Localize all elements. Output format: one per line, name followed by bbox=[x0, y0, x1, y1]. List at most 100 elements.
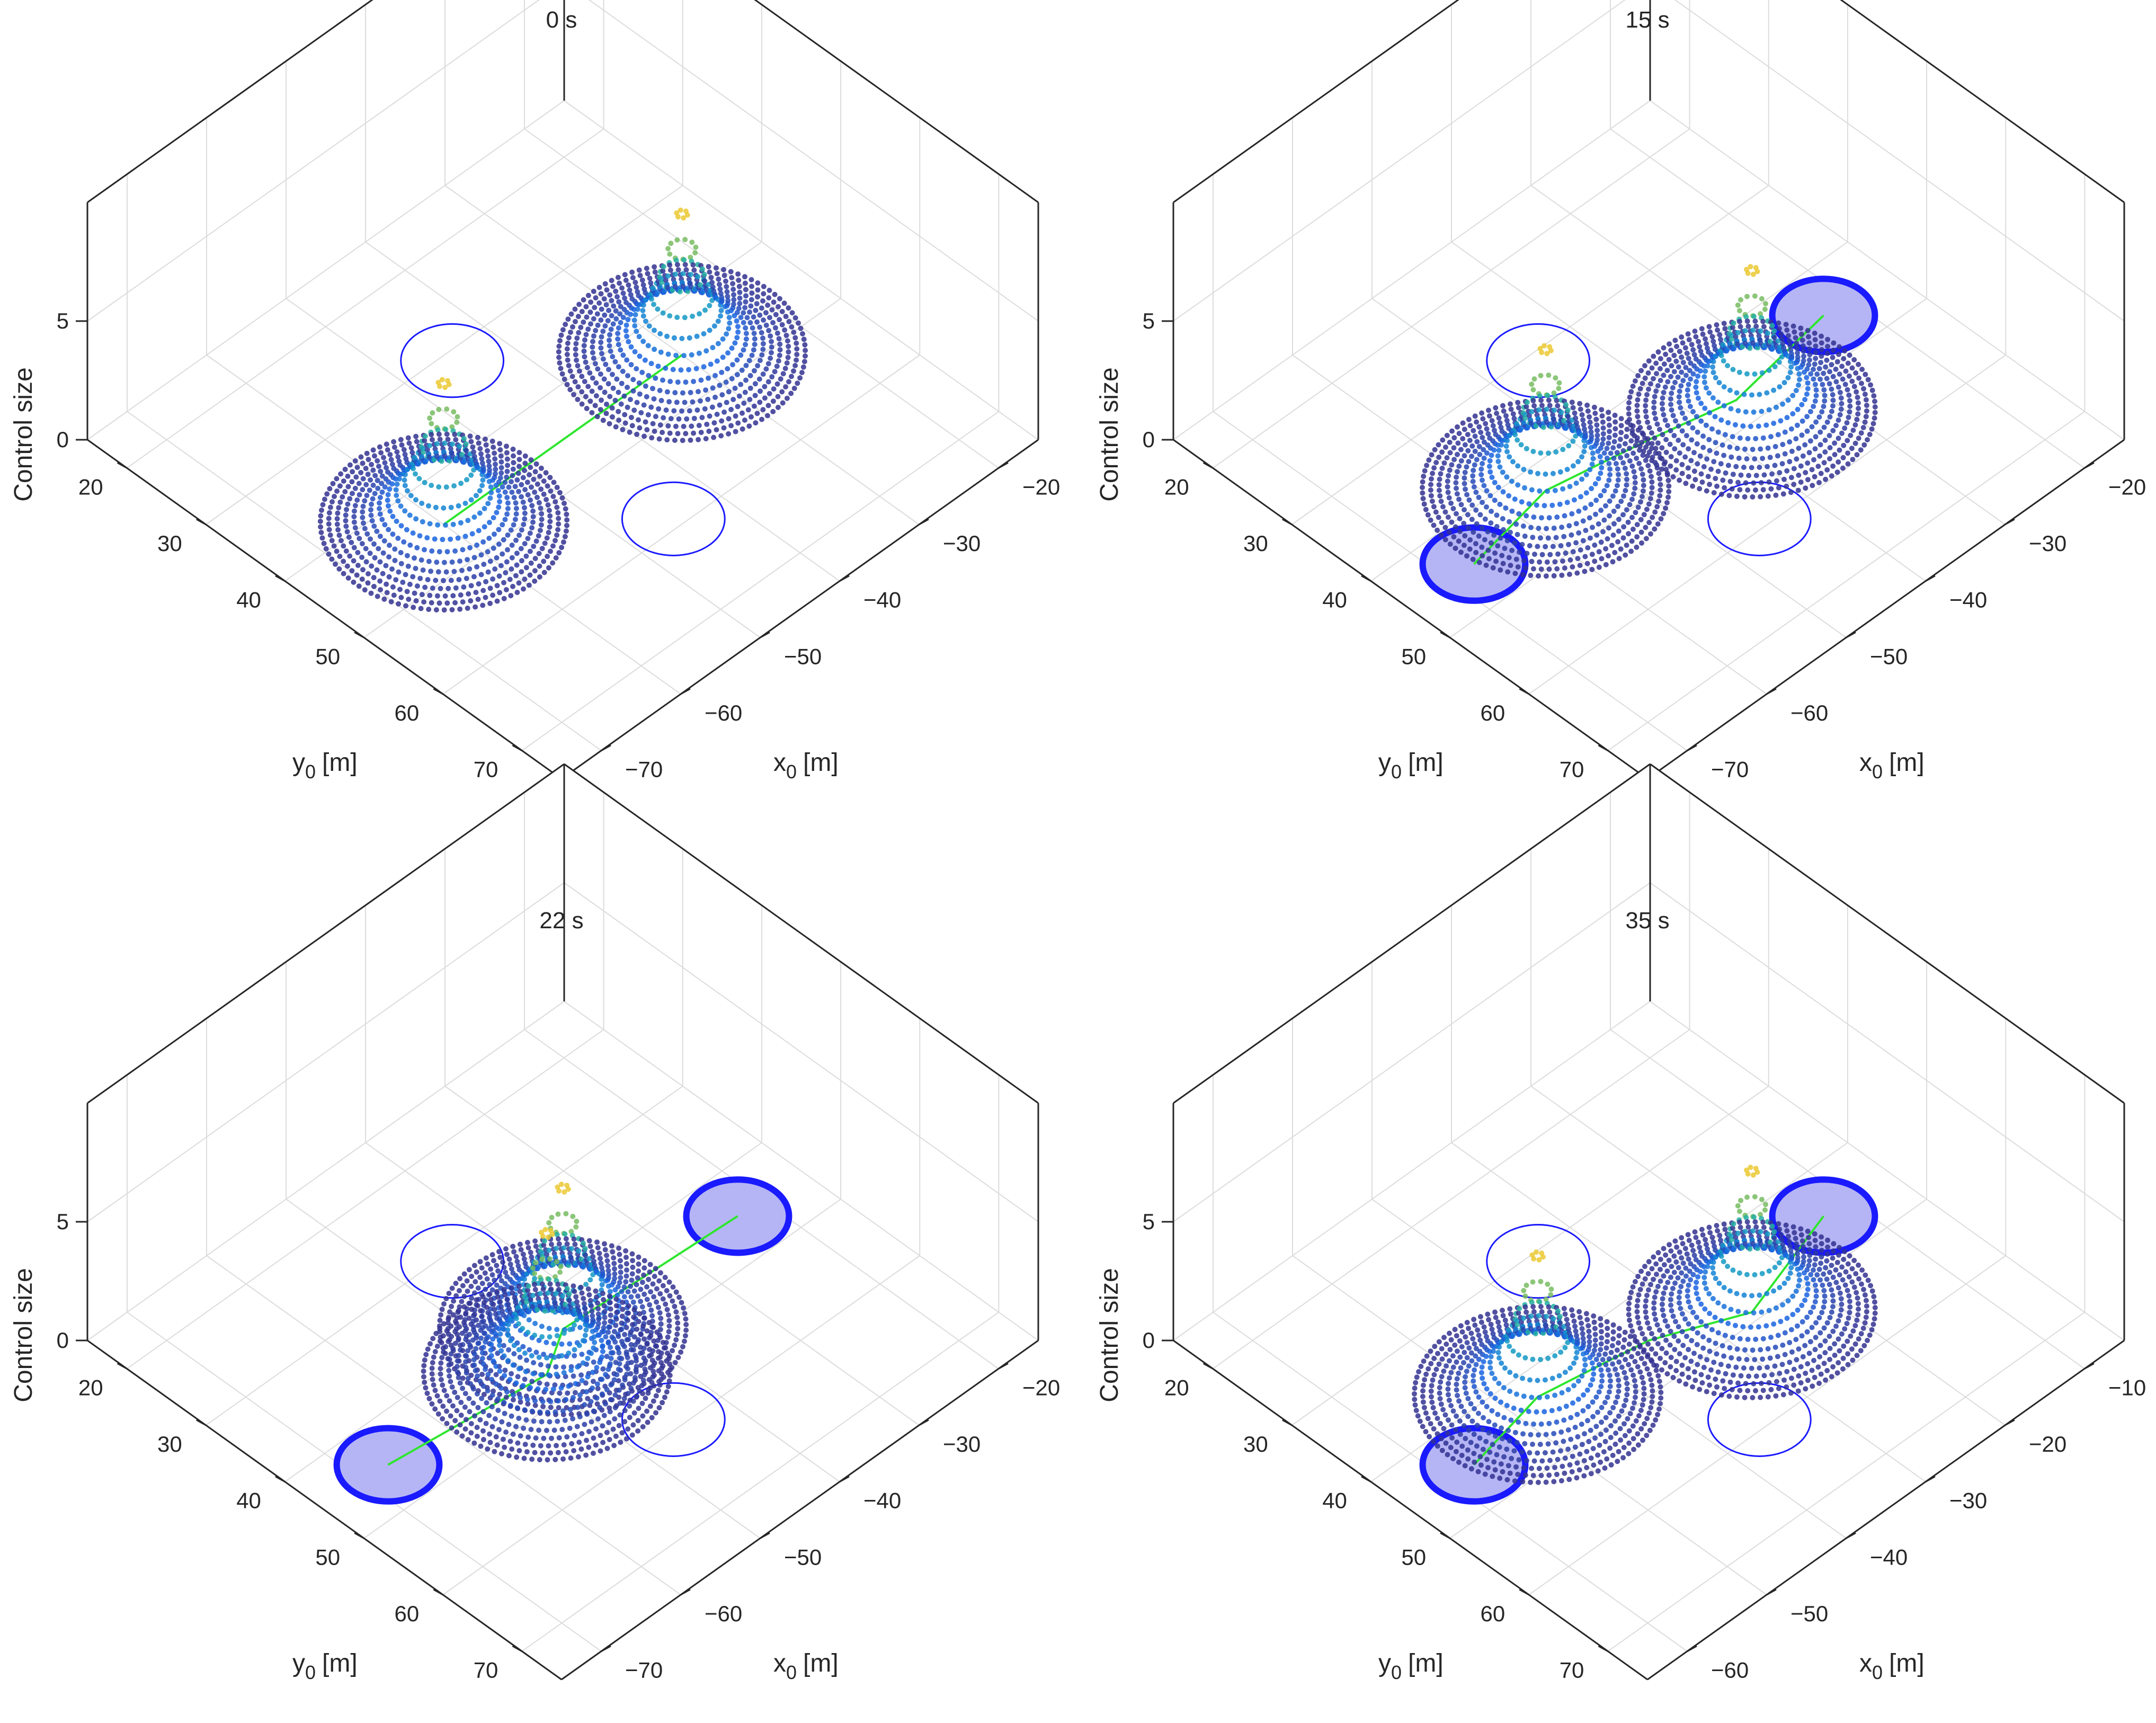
surface-point bbox=[659, 280, 665, 286]
surface-point bbox=[1588, 429, 1594, 435]
surface-point bbox=[529, 1379, 535, 1384]
surface-point bbox=[1806, 334, 1811, 340]
surface-point bbox=[502, 1367, 508, 1373]
surface-point bbox=[1748, 423, 1753, 429]
surface-point bbox=[726, 389, 732, 395]
surface-point bbox=[1804, 391, 1810, 397]
surface-point bbox=[611, 1255, 617, 1261]
surface-point bbox=[553, 555, 559, 561]
surface-point bbox=[607, 1300, 613, 1305]
surface-point bbox=[510, 1397, 516, 1402]
surface-point bbox=[342, 466, 348, 472]
surface-point bbox=[737, 289, 743, 295]
surface-point bbox=[440, 1404, 446, 1409]
surface-point bbox=[1725, 463, 1731, 468]
xaxis-label-var: x bbox=[773, 749, 786, 777]
surface-point bbox=[1428, 517, 1433, 523]
surface-point bbox=[1520, 572, 1526, 578]
surface-point bbox=[1466, 459, 1472, 465]
surface-point bbox=[622, 1408, 628, 1414]
surface-point bbox=[612, 1392, 618, 1398]
surface-point bbox=[1809, 467, 1815, 473]
surface-point bbox=[1527, 543, 1533, 548]
surface-point bbox=[502, 1373, 507, 1379]
surface-point bbox=[1683, 365, 1689, 370]
surface-point bbox=[626, 1381, 632, 1387]
surface-point bbox=[694, 407, 700, 413]
surface-point bbox=[502, 1410, 507, 1416]
surface-point bbox=[1607, 498, 1612, 504]
surface-point bbox=[1653, 446, 1659, 451]
surface-point bbox=[371, 575, 377, 581]
surface-point bbox=[377, 500, 382, 506]
surface-point bbox=[427, 415, 433, 421]
surface-point bbox=[1480, 434, 1485, 440]
surface-point bbox=[1689, 342, 1695, 348]
surface-point bbox=[1839, 401, 1845, 406]
surface-point bbox=[703, 348, 709, 354]
surface-point bbox=[1426, 457, 1432, 463]
surface-point bbox=[1457, 529, 1463, 535]
surface-point bbox=[1631, 491, 1637, 497]
surface-point bbox=[1420, 485, 1425, 490]
surface-point bbox=[1558, 543, 1564, 548]
surface-point bbox=[1509, 508, 1515, 514]
surface-point bbox=[1428, 493, 1434, 499]
surface-point bbox=[715, 341, 721, 347]
surface-point bbox=[501, 1353, 507, 1359]
surface-point bbox=[1531, 514, 1537, 520]
surface-point bbox=[514, 1405, 520, 1411]
xaxis-label-sub: 0 bbox=[1872, 761, 1883, 783]
surface-point bbox=[797, 375, 803, 381]
ytick-label: 50 bbox=[315, 1544, 340, 1569]
surface-point bbox=[1500, 516, 1505, 521]
surface-point bbox=[673, 1289, 679, 1295]
surface-point bbox=[1537, 559, 1543, 565]
surface-point bbox=[615, 274, 621, 280]
surface-point bbox=[636, 1268, 642, 1274]
surface-point bbox=[538, 522, 544, 528]
surface-point bbox=[1824, 351, 1830, 356]
surface-point bbox=[1444, 455, 1450, 460]
surface-point bbox=[536, 500, 542, 505]
surface-point bbox=[527, 548, 533, 554]
surface-point bbox=[1798, 479, 1804, 485]
surface-point bbox=[1512, 540, 1518, 546]
surface-point bbox=[584, 1317, 590, 1322]
surface-point bbox=[761, 283, 767, 289]
surface-point bbox=[598, 1260, 604, 1266]
surface-point bbox=[1782, 429, 1788, 435]
surface-point bbox=[634, 431, 640, 437]
surface-point bbox=[356, 583, 362, 589]
surface-point bbox=[1841, 442, 1847, 448]
surface-point bbox=[768, 356, 773, 361]
surface-point bbox=[1624, 482, 1629, 488]
surface-point bbox=[1483, 421, 1489, 427]
surface-point bbox=[613, 1433, 619, 1439]
surface-point bbox=[632, 349, 638, 354]
surface-point bbox=[430, 1336, 436, 1342]
surface-point bbox=[1560, 558, 1565, 564]
surface-point bbox=[1790, 393, 1796, 398]
surface-point bbox=[458, 1315, 464, 1320]
surface-point bbox=[608, 1350, 614, 1356]
surface-point bbox=[485, 454, 491, 459]
surface-point bbox=[1864, 408, 1869, 414]
surface-point bbox=[470, 444, 476, 450]
surface-point bbox=[1827, 456, 1832, 461]
surface-point bbox=[1590, 525, 1595, 530]
surface-point bbox=[1557, 469, 1563, 475]
grid-line-y bbox=[206, 185, 683, 525]
surface-point bbox=[660, 430, 665, 436]
surface-point bbox=[1830, 392, 1836, 397]
surface-point bbox=[1588, 502, 1594, 507]
surface-point bbox=[665, 1334, 671, 1340]
subplot-title: 22 s bbox=[539, 908, 583, 934]
subplot-title: 15 s bbox=[1625, 7, 1669, 33]
surface-point bbox=[1589, 433, 1594, 439]
surface-point bbox=[356, 481, 362, 486]
surface-point bbox=[1570, 405, 1576, 411]
surface-point bbox=[1807, 352, 1813, 358]
surface-point bbox=[479, 456, 485, 461]
zaxis-label: Control size bbox=[1095, 367, 1124, 501]
